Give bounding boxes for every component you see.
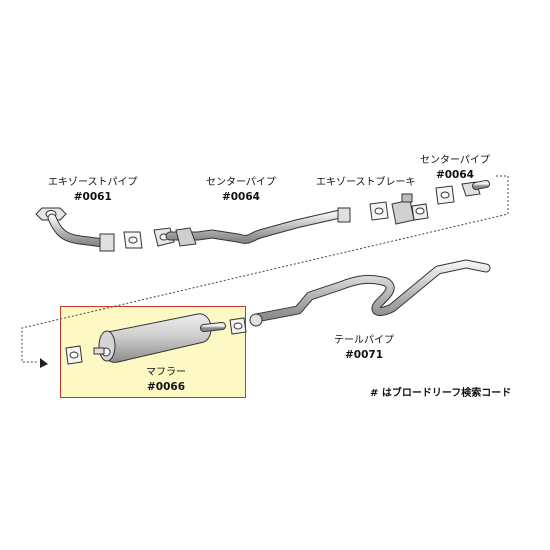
part-name: エキゾーストブレーキ <box>316 177 416 188</box>
routing-arrow-icon <box>40 358 48 368</box>
part-name: マフラー <box>146 367 186 378</box>
center-pipe-part[interactable] <box>153 207 351 247</box>
part-name: センターパイプ <box>206 177 276 188</box>
search-code-note: # はブロードリーフ検索コード <box>370 388 512 399</box>
part-code: #0071 <box>344 349 384 361</box>
center-pipe-right-part[interactable] <box>435 180 490 205</box>
gasket-1 <box>123 231 143 249</box>
part-code: #0064 <box>435 169 474 181</box>
part-label-exhaust-pipe: エキゾーストパイプ #0061 <box>48 176 138 204</box>
routing-dotted-line <box>21 175 509 363</box>
part-label-center-pipe: センターパイプ #0064 <box>206 176 276 204</box>
part-label-exhaust-brake: エキゾーストブレーキ <box>316 176 416 190</box>
part-code: #0066 <box>146 381 186 393</box>
part-label-center-pipe-right: センターパイプ #0064 <box>420 154 490 182</box>
tail-pipe-part[interactable] <box>249 259 491 327</box>
part-label-tail-pipe: テールパイプ #0071 <box>334 334 394 362</box>
part-name: センターパイプ <box>420 155 490 166</box>
part-code: #0061 <box>73 191 112 203</box>
exhaust-pipe-part[interactable] <box>35 207 115 252</box>
part-code: #0064 <box>221 191 260 203</box>
part-label-muffler: マフラー #0066 <box>146 366 186 394</box>
part-name: エキゾーストパイプ <box>48 177 138 188</box>
part-name: テールパイプ <box>334 335 394 346</box>
exhaust-brake-part[interactable] <box>369 193 429 225</box>
muffler-part[interactable] <box>65 313 247 365</box>
